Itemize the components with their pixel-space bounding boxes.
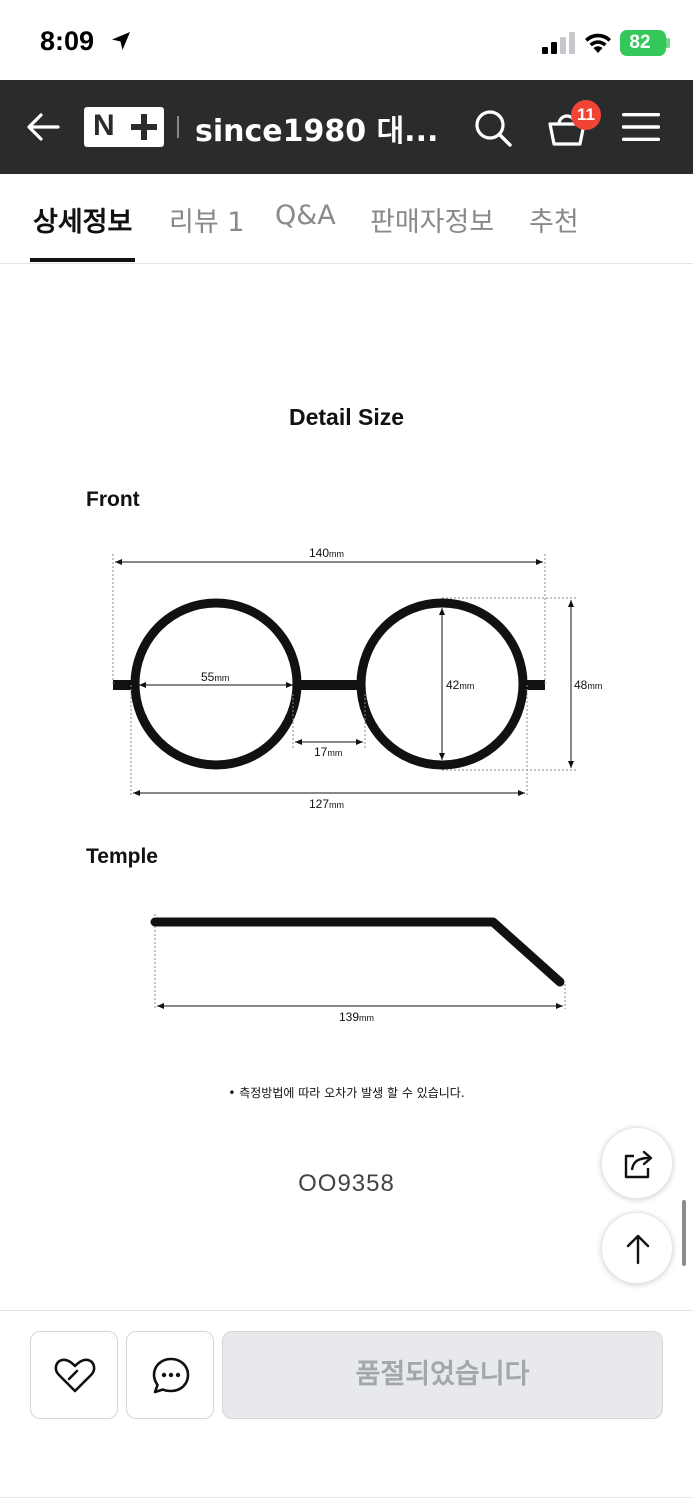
- tab-detail-info[interactable]: 상세정보: [33, 207, 133, 238]
- bottom-action-bar: 품절되었습니다: [0, 1310, 693, 1500]
- dim-lens-width: 55mm: [201, 670, 229, 684]
- back-arrow-icon[interactable]: [24, 108, 62, 146]
- arrow-up-icon: [626, 1234, 650, 1265]
- glasses-size-diagram: 140mm 55mm 17mm 42mm 48mm 127mm 139mm: [112, 546, 602, 1024]
- dim-temple-length: 139mm: [339, 1010, 374, 1024]
- naver-plus-logo[interactable]: N: [84, 107, 164, 147]
- battery-indicator: 82: [620, 30, 666, 56]
- home-indicator-line: [0, 1497, 693, 1498]
- dim-frame-height: 48mm: [574, 678, 602, 692]
- dim-lens-height: 42mm: [446, 678, 474, 692]
- dim-frame-width: 127mm: [309, 797, 344, 811]
- chat-button[interactable]: [126, 1331, 214, 1419]
- cart-count-badge: 11: [571, 100, 601, 130]
- tab-seller-info[interactable]: 판매자정보: [370, 207, 495, 238]
- tab-recommend[interactable]: 추천: [529, 207, 579, 238]
- chat-bubble-icon: [152, 1357, 190, 1394]
- heart-icon: [54, 1358, 96, 1393]
- search-icon[interactable]: [472, 107, 514, 149]
- dim-total-width: 140mm: [309, 546, 344, 560]
- hamburger-menu-icon[interactable]: [622, 111, 660, 143]
- battery-cap: [666, 38, 670, 48]
- product-tabs: 상세정보 리뷰 1 Q&A 판매자정보 추천: [0, 174, 693, 264]
- temple-drawing: [150, 917, 565, 987]
- dim-bridge: 17mm: [314, 745, 342, 759]
- wishlist-button[interactable]: [30, 1331, 118, 1419]
- logo-letter: N: [93, 109, 115, 142]
- logo-divider: [177, 116, 179, 138]
- tab-qna[interactable]: Q&A: [275, 200, 336, 231]
- status-time: 8:09: [40, 26, 95, 56]
- temple-label: Temple: [86, 845, 158, 868]
- active-tab-indicator: [30, 258, 135, 262]
- battery-level: 82: [629, 32, 651, 53]
- scroll-to-top-button[interactable]: [601, 1212, 673, 1284]
- model-code: OO9358: [298, 1170, 395, 1197]
- measurement-notice: • 측정방법에 따라 오차가 발생 할 수 있습니다.: [228, 1086, 465, 1100]
- detail-size-title: Detail Size: [288, 404, 405, 430]
- wifi-icon: [585, 33, 611, 53]
- status-bar: 8:09 82: [0, 0, 693, 80]
- share-icon: [624, 1150, 653, 1179]
- tab-reviews[interactable]: 리뷰 1: [169, 207, 245, 238]
- scrollbar-thumb[interactable]: [682, 1200, 686, 1266]
- front-label: Front: [86, 488, 140, 511]
- plus-icon: [131, 114, 157, 140]
- store-title[interactable]: since1980 대...: [195, 114, 439, 149]
- sold-out-button[interactable]: 품절되었습니다: [222, 1331, 663, 1419]
- location-arrow-icon: [112, 32, 130, 50]
- glasses-front-drawing: [113, 598, 545, 770]
- share-button[interactable]: [601, 1127, 673, 1199]
- product-detail-content: Detail Size Front: [0, 264, 693, 1310]
- cellular-signal-icon: [542, 32, 575, 54]
